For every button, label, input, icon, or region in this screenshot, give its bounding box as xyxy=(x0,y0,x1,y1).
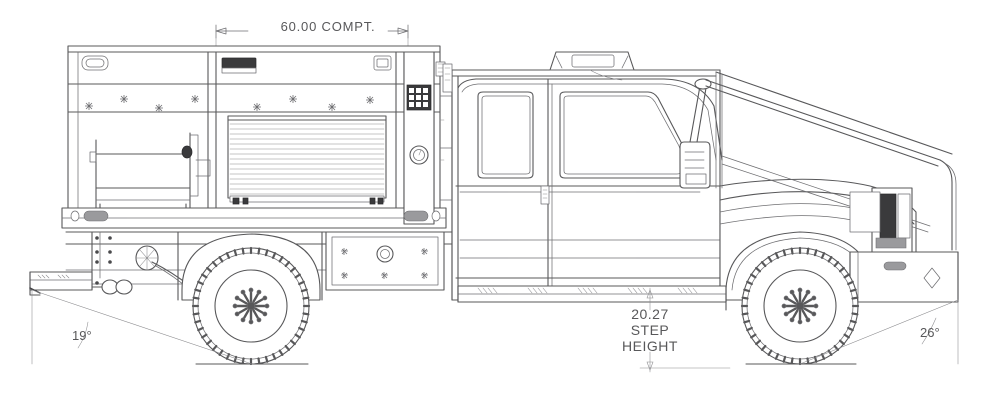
body-lower-latch-strip xyxy=(70,210,441,222)
running-board-step xyxy=(457,285,727,303)
hose-reel xyxy=(89,132,211,209)
front-wheel xyxy=(740,246,860,366)
body-top-corner-lights xyxy=(81,55,392,74)
front-grille-assembly xyxy=(849,187,913,253)
rear-step-bumper xyxy=(29,271,133,296)
roof-light-bar xyxy=(549,51,635,81)
step-height-dimension xyxy=(639,287,731,373)
front-bumper xyxy=(849,251,959,303)
pump-control-panel[interactable] xyxy=(403,51,446,225)
crew-cab xyxy=(439,63,723,301)
rear-wheel xyxy=(177,231,323,366)
front-approach-angle-leader xyxy=(799,299,959,365)
roll-up-door[interactable] xyxy=(227,115,387,205)
lower-compartment-door[interactable] xyxy=(325,231,445,291)
rear-departure-angle-leader xyxy=(31,289,253,365)
compartment-width-dimension xyxy=(215,24,409,49)
